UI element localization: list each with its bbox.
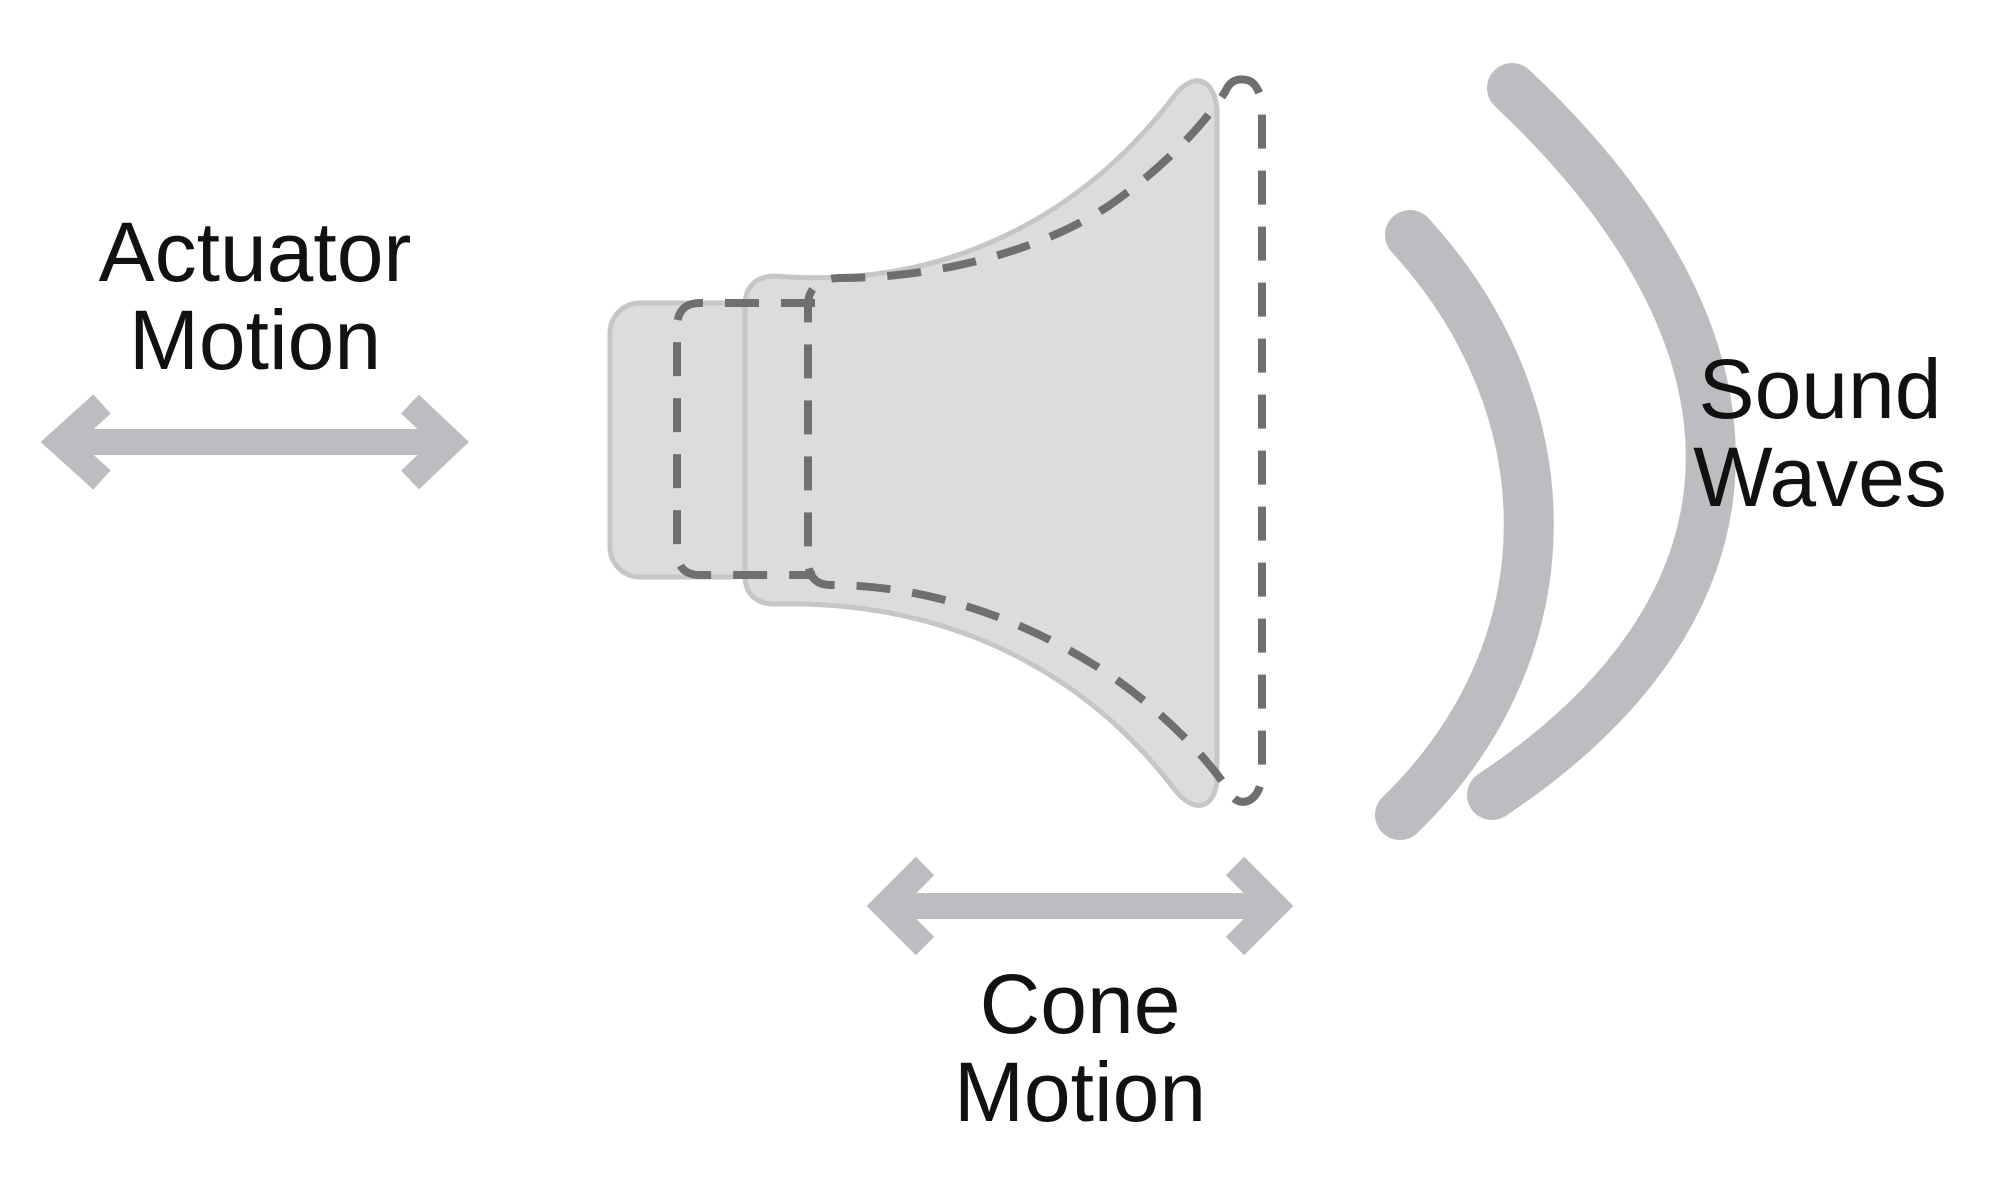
actuator-label-line1: Actuator	[98, 205, 412, 299]
cone-label-line2: Motion	[953, 1045, 1207, 1139]
actuator-label-line2: Motion	[128, 293, 382, 387]
sound-waves-label: Sound Waves	[1620, 345, 2014, 521]
displaced-actuator-outline	[673, 299, 815, 579]
speaker-cone	[742, 78, 1220, 808]
sound-label-line2: Waves	[1693, 430, 1947, 524]
displaced-cone-outline	[804, 75, 1266, 806]
cone-motion-arrow	[866, 856, 1294, 956]
speaker-actuator	[607, 300, 763, 580]
actuator-motion-arrow	[40, 394, 469, 490]
cone-label-line1: Cone	[979, 957, 1181, 1051]
sound-label-line1: Sound	[1698, 342, 1942, 436]
sound-wave-outer-arc	[1467, 63, 1736, 820]
cone-motion-label: Cone Motion	[880, 960, 1280, 1136]
sound-wave-inner	[1375, 210, 1554, 840]
actuator-motion-label: Actuator Motion	[55, 208, 455, 384]
